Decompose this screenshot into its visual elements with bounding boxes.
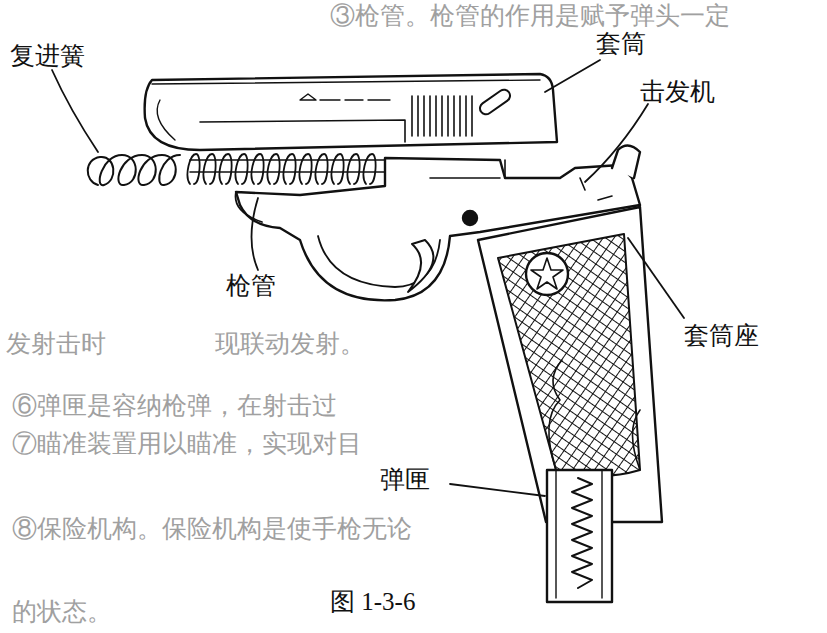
bleed-through-text: ⑧保险机构。保险机构是使手枪无论: [12, 515, 412, 543]
part-label: 套筒座: [684, 322, 759, 350]
bleed-through-text: 现联动发射。: [215, 330, 365, 358]
part-label: 枪管: [226, 272, 276, 300]
part-label: 复进簧: [10, 42, 85, 70]
bleed-through-text: ⑦瞄准装置用以瞄准，实现对目: [12, 430, 362, 458]
part-label: 弹匣: [380, 466, 430, 494]
bleed-through-text: ③枪管。枪管的作用是赋予弹头一定: [330, 2, 730, 30]
part-label: 击发机: [640, 78, 715, 106]
bleed-through-text: ⑥弹匣是容纳枪弹，在射击过: [12, 392, 337, 420]
bleed-through-text: 的状态。: [12, 598, 112, 626]
figure-caption: 图 1-3-6: [330, 588, 415, 616]
part-label: 套筒: [596, 30, 646, 58]
bleed-through-text: 发射击时: [6, 330, 106, 358]
